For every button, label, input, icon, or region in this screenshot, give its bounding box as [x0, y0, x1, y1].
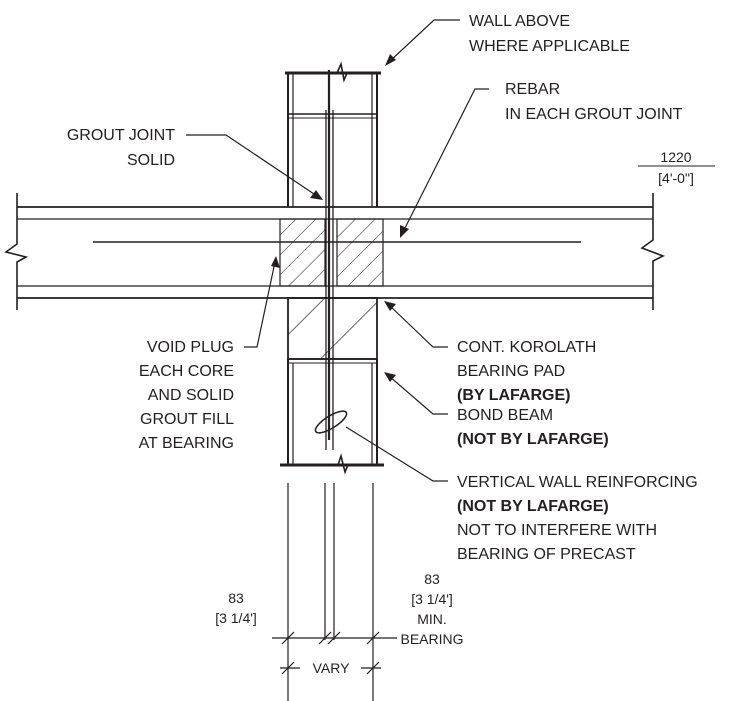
leader-void-plug [244, 261, 276, 348]
svg-text:SOLID: SOLID [127, 152, 175, 169]
svg-text:VERTICAL WALL REINFORCING: VERTICAL WALL REINFORCING [457, 474, 698, 491]
svg-text:AT BEARING: AT BEARING [139, 435, 234, 452]
svg-text:WHERE APPLICABLE: WHERE APPLICABLE [469, 38, 630, 55]
svg-text:REBAR: REBAR [505, 81, 560, 98]
label-bearing-pad: CONT. KOROLATH BEARING PAD (BY LAFARGE) [457, 339, 596, 404]
leader-grout-joint [186, 134, 318, 197]
svg-text:BOND BEAM: BOND BEAM [457, 407, 553, 424]
svg-text:VOID PLUG: VOID PLUG [147, 339, 234, 356]
slab-break-right [640, 193, 665, 310]
svg-text:1220: 1220 [660, 149, 691, 165]
label-dim-right: 83 [3 1/4'] MIN. BEARING [400, 571, 463, 647]
svg-text:IN EACH GROUT JOINT: IN EACH GROUT JOINT [505, 106, 683, 123]
upper-wall-break-symbol [324, 61, 348, 83]
svg-text:AND SOLID: AND SOLID [148, 387, 234, 404]
arrow-rebar [400, 225, 409, 238]
svg-text:[3 1/4']: [3 1/4'] [215, 610, 257, 626]
grout-fill-left [279, 218, 326, 287]
label-dim-left: 83 [3 1/4'] [215, 590, 257, 626]
label-wall-above: WALL ABOVE WHERE APPLICABLE [469, 13, 630, 55]
arrow-bearing-pad [384, 301, 396, 311]
label-bond-beam: BOND BEAM (NOT BY LAFARGE) [457, 407, 609, 448]
vertical-reinforcing-bar [314, 410, 348, 434]
arrow-void-plug [271, 256, 280, 268]
svg-text:83: 83 [228, 590, 244, 606]
precast-slab [4, 193, 665, 310]
leader-bearing-pad [388, 304, 448, 348]
svg-text:BEARING PAD: BEARING PAD [457, 363, 565, 380]
svg-text:BEARING OF PRECAST: BEARING OF PRECAST [457, 546, 636, 563]
svg-text:(NOT BY LAFARGE): (NOT BY LAFARGE) [457, 431, 609, 448]
svg-text:NOT TO INTERFERE WITH: NOT TO INTERFERE WITH [457, 522, 657, 539]
leader-rebar [402, 88, 489, 233]
arrow-bond-beam [384, 372, 396, 382]
dimensions [272, 165, 715, 701]
svg-text:(BY LAFARGE): (BY LAFARGE) [457, 387, 570, 404]
svg-text:[4'-0"]: [4'-0"] [658, 170, 694, 186]
svg-text:BEARING: BEARING [400, 631, 463, 647]
lower-wall-break-symbol [326, 453, 349, 475]
svg-text:MIN.: MIN. [417, 611, 447, 627]
arrow-grout-joint [310, 190, 323, 200]
svg-text:EACH CORE: EACH CORE [139, 363, 234, 380]
lower-wall [280, 297, 384, 475]
leader-bond-beam [388, 375, 448, 415]
grout-fill-right [336, 218, 384, 287]
svg-text:[3 1/4']: [3 1/4'] [411, 591, 453, 607]
label-grout-joint: GROUT JOINT SOLID [67, 127, 175, 169]
leader-vertical-reinforcing [345, 426, 448, 482]
svg-text:(NOT BY LAFARGE): (NOT BY LAFARGE) [457, 498, 609, 515]
slab-break-left [4, 193, 29, 310]
label-slab-thickness: 1220 [4'-0"] [658, 149, 694, 186]
label-rebar: REBAR IN EACH GROUT JOINT [505, 81, 683, 123]
svg-text:WALL ABOVE: WALL ABOVE [469, 13, 570, 30]
label-vertical-reinforcing: VERTICAL WALL REINFORCING (NOT BY LAFARG… [457, 474, 698, 563]
svg-text:GROUT JOINT: GROUT JOINT [67, 127, 175, 144]
svg-text:CONT. KOROLATH: CONT. KOROLATH [457, 339, 596, 356]
label-dim-vary: VARY [313, 660, 350, 676]
label-void-plug: VOID PLUG EACH CORE AND SOLID GROUT FILL… [139, 339, 235, 452]
leader-wall-above [388, 19, 460, 63]
leaders [186, 19, 489, 482]
svg-text:GROUT FILL: GROUT FILL [140, 411, 234, 428]
arrow-wall-above [385, 54, 396, 66]
svg-text:83: 83 [424, 571, 440, 587]
